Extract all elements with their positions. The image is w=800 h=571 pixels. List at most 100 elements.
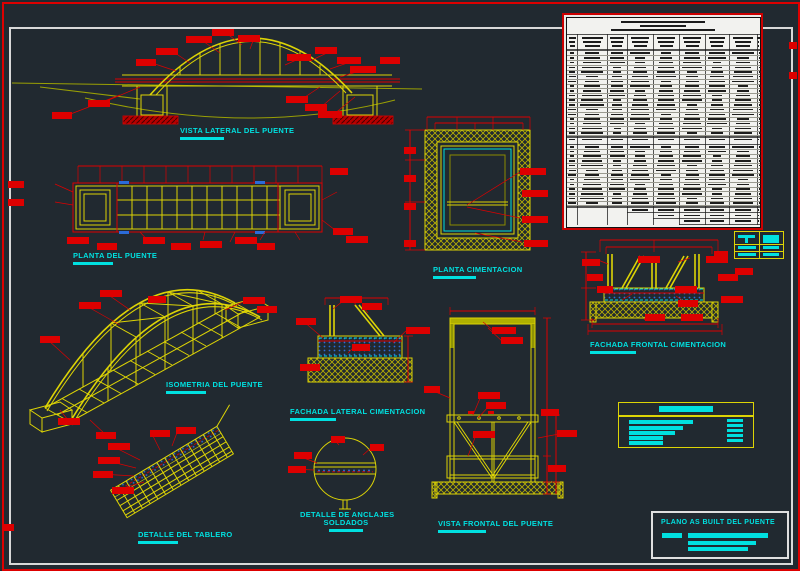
table-microtext	[734, 71, 752, 73]
callout-box	[294, 452, 312, 459]
table-microtext	[613, 66, 621, 69]
table-microtext	[611, 202, 623, 204]
table-microtext	[686, 75, 698, 78]
table-microtext	[569, 66, 575, 69]
table-line	[627, 212, 760, 214]
callout-box	[587, 274, 603, 281]
table-microtext	[684, 150, 700, 153]
title-block: PLANO AS BUILT DEL PUENTE	[651, 511, 789, 559]
table-microtext	[659, 150, 673, 153]
table-microtext	[568, 108, 576, 111]
table-microtext	[759, 52, 761, 54]
table-microtext	[582, 122, 602, 125]
table-microtext	[634, 155, 646, 157]
table-microtext	[630, 37, 650, 39]
table-microtext	[759, 193, 762, 195]
table-line	[567, 149, 760, 150]
table-microtext	[656, 197, 676, 200]
table-microtext	[658, 188, 674, 190]
table-microtext	[568, 169, 576, 172]
callout-box	[330, 168, 348, 175]
table-microtext	[737, 118, 749, 120]
table-microtext	[684, 85, 700, 87]
table-microtext	[759, 94, 761, 97]
callout-box	[735, 268, 753, 275]
table-microtext	[759, 127, 761, 130]
table-microtext	[661, 80, 671, 83]
table-microtext	[569, 41, 575, 43]
table-microtext	[568, 80, 576, 83]
callout-box	[40, 336, 60, 343]
table-microtext	[686, 104, 698, 106]
table-microtext	[712, 127, 722, 130]
table-microtext	[686, 108, 698, 111]
table-microtext	[684, 57, 700, 59]
table-line	[567, 88, 760, 90]
callout-box	[318, 111, 342, 118]
table-microtext	[632, 164, 648, 167]
table-line	[567, 205, 760, 207]
callout-box	[337, 57, 361, 64]
table-microtext	[611, 41, 623, 43]
table-microtext	[635, 150, 645, 153]
table-microtext	[635, 57, 645, 59]
table-microtext	[609, 122, 625, 125]
callout-box	[315, 47, 337, 54]
callout-box	[305, 104, 327, 111]
table-microtext	[734, 164, 752, 167]
label-underline	[180, 137, 224, 140]
table-microtext	[759, 85, 761, 87]
table-microtext	[584, 146, 600, 148]
table-microtext	[582, 155, 602, 157]
label-fachada-lateral-text: FACHADA LATERAL CIMENTACION	[290, 407, 426, 416]
callout-box	[257, 306, 277, 313]
callout-box	[524, 240, 548, 247]
notes-box-body	[618, 416, 754, 448]
table-microtext	[610, 37, 624, 39]
table-microtext	[734, 193, 752, 195]
table-microtext	[757, 45, 760, 47]
table-microtext	[682, 66, 702, 69]
callout-box	[136, 59, 156, 66]
callout-box	[243, 297, 265, 304]
callout-box	[721, 296, 743, 303]
table-microtext	[759, 71, 762, 73]
title-block-bar	[688, 547, 748, 551]
table-microtext	[759, 155, 761, 157]
table-microtext	[712, 155, 722, 157]
table-microtext	[569, 118, 575, 120]
table-microtext	[757, 208, 760, 211]
callout-box	[478, 392, 500, 399]
callout-box	[296, 318, 316, 325]
table-microtext	[583, 118, 601, 120]
table-microtext	[569, 188, 575, 190]
table-microtext	[657, 193, 675, 195]
callout-box	[333, 228, 353, 235]
table-microtext	[711, 164, 723, 167]
table-microtext	[733, 104, 753, 106]
table-microtext	[657, 138, 675, 141]
table-microtext	[631, 202, 649, 204]
table-microtext	[612, 75, 622, 78]
table-microtext	[712, 94, 722, 97]
table-microtext	[759, 122, 761, 125]
table-microtext	[736, 45, 750, 47]
table-microtext	[655, 108, 677, 111]
table-microtext	[584, 45, 600, 47]
table-microtext	[656, 75, 676, 78]
table-microtext	[736, 90, 750, 92]
table-microtext	[586, 75, 598, 78]
table-microtext	[759, 108, 761, 111]
callout-box	[675, 286, 697, 293]
mini-legend-grid	[734, 231, 784, 259]
label-detalle-tablero: DETALLE DEL TABLERO	[138, 531, 232, 544]
table-microtext	[708, 146, 726, 148]
callout-box	[681, 314, 703, 321]
callout-box	[108, 443, 130, 450]
table-microtext	[710, 75, 724, 78]
table-microtext	[568, 71, 576, 73]
table-microtext	[610, 146, 624, 148]
label-underline	[433, 276, 476, 279]
table-microtext	[759, 188, 761, 190]
table-microtext	[682, 94, 702, 97]
